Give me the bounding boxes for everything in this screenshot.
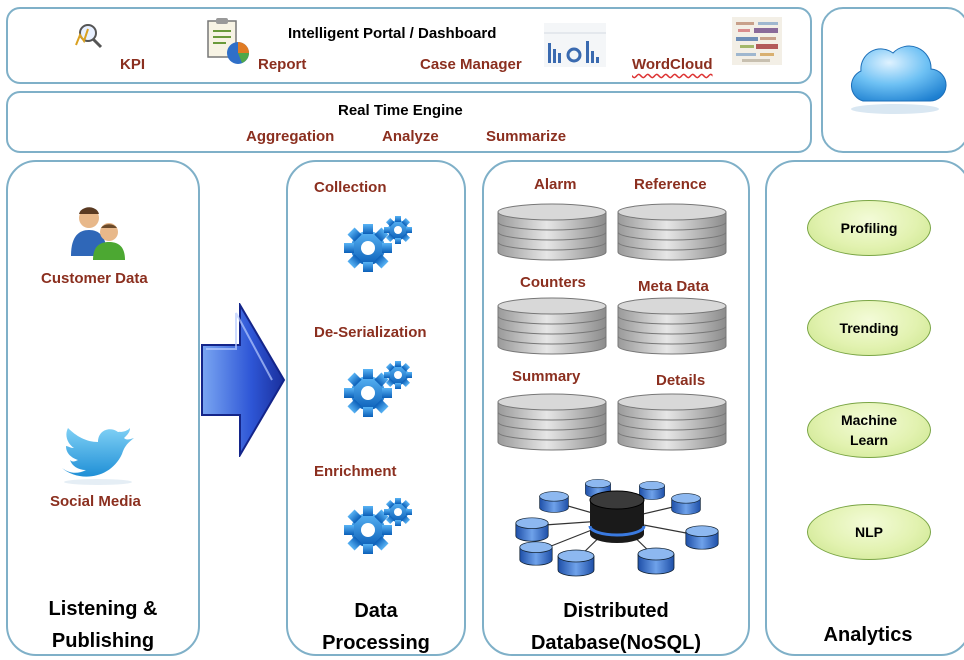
real-time-engine-panel: Real Time Engine Aggregation Analyze Sum… bbox=[6, 91, 812, 153]
distributed-database-panel: Alarm Reference Counters Meta Data Summa… bbox=[482, 160, 750, 656]
counters-label: Counters bbox=[520, 274, 586, 291]
nlp-label: NLP bbox=[855, 524, 883, 540]
aggregation-label: Aggregation bbox=[246, 128, 335, 145]
summary-label: Summary bbox=[512, 368, 581, 385]
gears-icon bbox=[338, 214, 418, 274]
details-label: Details bbox=[656, 372, 706, 389]
portal-panel: Intelligent Portal / Dashboard KPI Repor… bbox=[6, 7, 812, 84]
machine-learn-pill: Machine Learn bbox=[807, 402, 931, 458]
portal-title: Intelligent Portal / Dashboard bbox=[288, 25, 497, 42]
users-icon bbox=[67, 204, 131, 260]
data-processing-panel: Collection De-Serialization Enrichment D… bbox=[286, 160, 466, 656]
database-title-line1: Distributed bbox=[563, 600, 669, 622]
distributed-network-icon bbox=[506, 478, 728, 582]
social-media-label: Social Media bbox=[50, 493, 141, 510]
analyze-label: Analyze bbox=[382, 128, 439, 145]
listening-title-line1: Listening & bbox=[48, 598, 158, 620]
meta-data-label: Meta Data bbox=[638, 278, 709, 295]
alarm-label: Alarm bbox=[534, 176, 577, 193]
machine-learn-label-line2: Learn bbox=[849, 432, 889, 448]
trending-pill: Trending bbox=[807, 300, 931, 356]
de-serialization-label: De-Serialization bbox=[314, 324, 427, 341]
profiling-pill: Profiling bbox=[807, 200, 931, 256]
right-arrow-icon bbox=[200, 301, 286, 459]
listening-title-line2: Publishing bbox=[51, 630, 155, 652]
collection-label: Collection bbox=[314, 179, 387, 196]
meta-data-database-icon bbox=[616, 296, 728, 356]
machine-learn-label-line1: Machine bbox=[840, 412, 897, 428]
customer-data-label: Customer Data bbox=[41, 270, 148, 287]
report-clipboard-pie-icon bbox=[204, 17, 252, 65]
profiling-label: Profiling bbox=[840, 220, 898, 236]
analytics-title: Analytics bbox=[823, 624, 913, 646]
case-manager-label: Case Manager bbox=[420, 56, 522, 73]
listening-publishing-panel: Customer Data Social Media Listening & P… bbox=[6, 160, 200, 656]
kpi-search-icon bbox=[70, 21, 106, 51]
gears-icon bbox=[338, 496, 418, 556]
gears-icon bbox=[338, 359, 418, 419]
engine-title: Real Time Engine bbox=[338, 102, 463, 119]
alarm-database-icon bbox=[496, 202, 608, 262]
analytics-panel: Profiling Trending Machine Learn NLP Ana… bbox=[765, 160, 964, 656]
reference-database-icon bbox=[616, 202, 728, 262]
summarize-label: Summarize bbox=[486, 128, 567, 145]
counters-database-icon bbox=[496, 296, 608, 356]
processing-title-line1: Data bbox=[354, 600, 398, 622]
reference-label: Reference bbox=[634, 176, 707, 193]
trending-label: Trending bbox=[839, 320, 899, 336]
nlp-pill: NLP bbox=[807, 504, 931, 560]
twitter-bird-icon bbox=[58, 424, 140, 486]
processing-title-line2: Processing bbox=[322, 632, 430, 654]
cloud-panel bbox=[821, 7, 964, 153]
cloud-icon bbox=[843, 39, 947, 115]
database-title-line2: Database(NoSQL) bbox=[530, 632, 702, 654]
summary-database-icon bbox=[496, 392, 608, 452]
details-database-icon bbox=[616, 392, 728, 452]
enrichment-label: Enrichment bbox=[314, 463, 397, 480]
word-cloud-icon bbox=[732, 17, 782, 65]
kpi-label: KPI bbox=[120, 56, 146, 73]
bar-chart-icon bbox=[544, 23, 606, 67]
report-label: Report bbox=[258, 56, 307, 73]
wordcloud-label: WordCloud bbox=[632, 56, 713, 73]
